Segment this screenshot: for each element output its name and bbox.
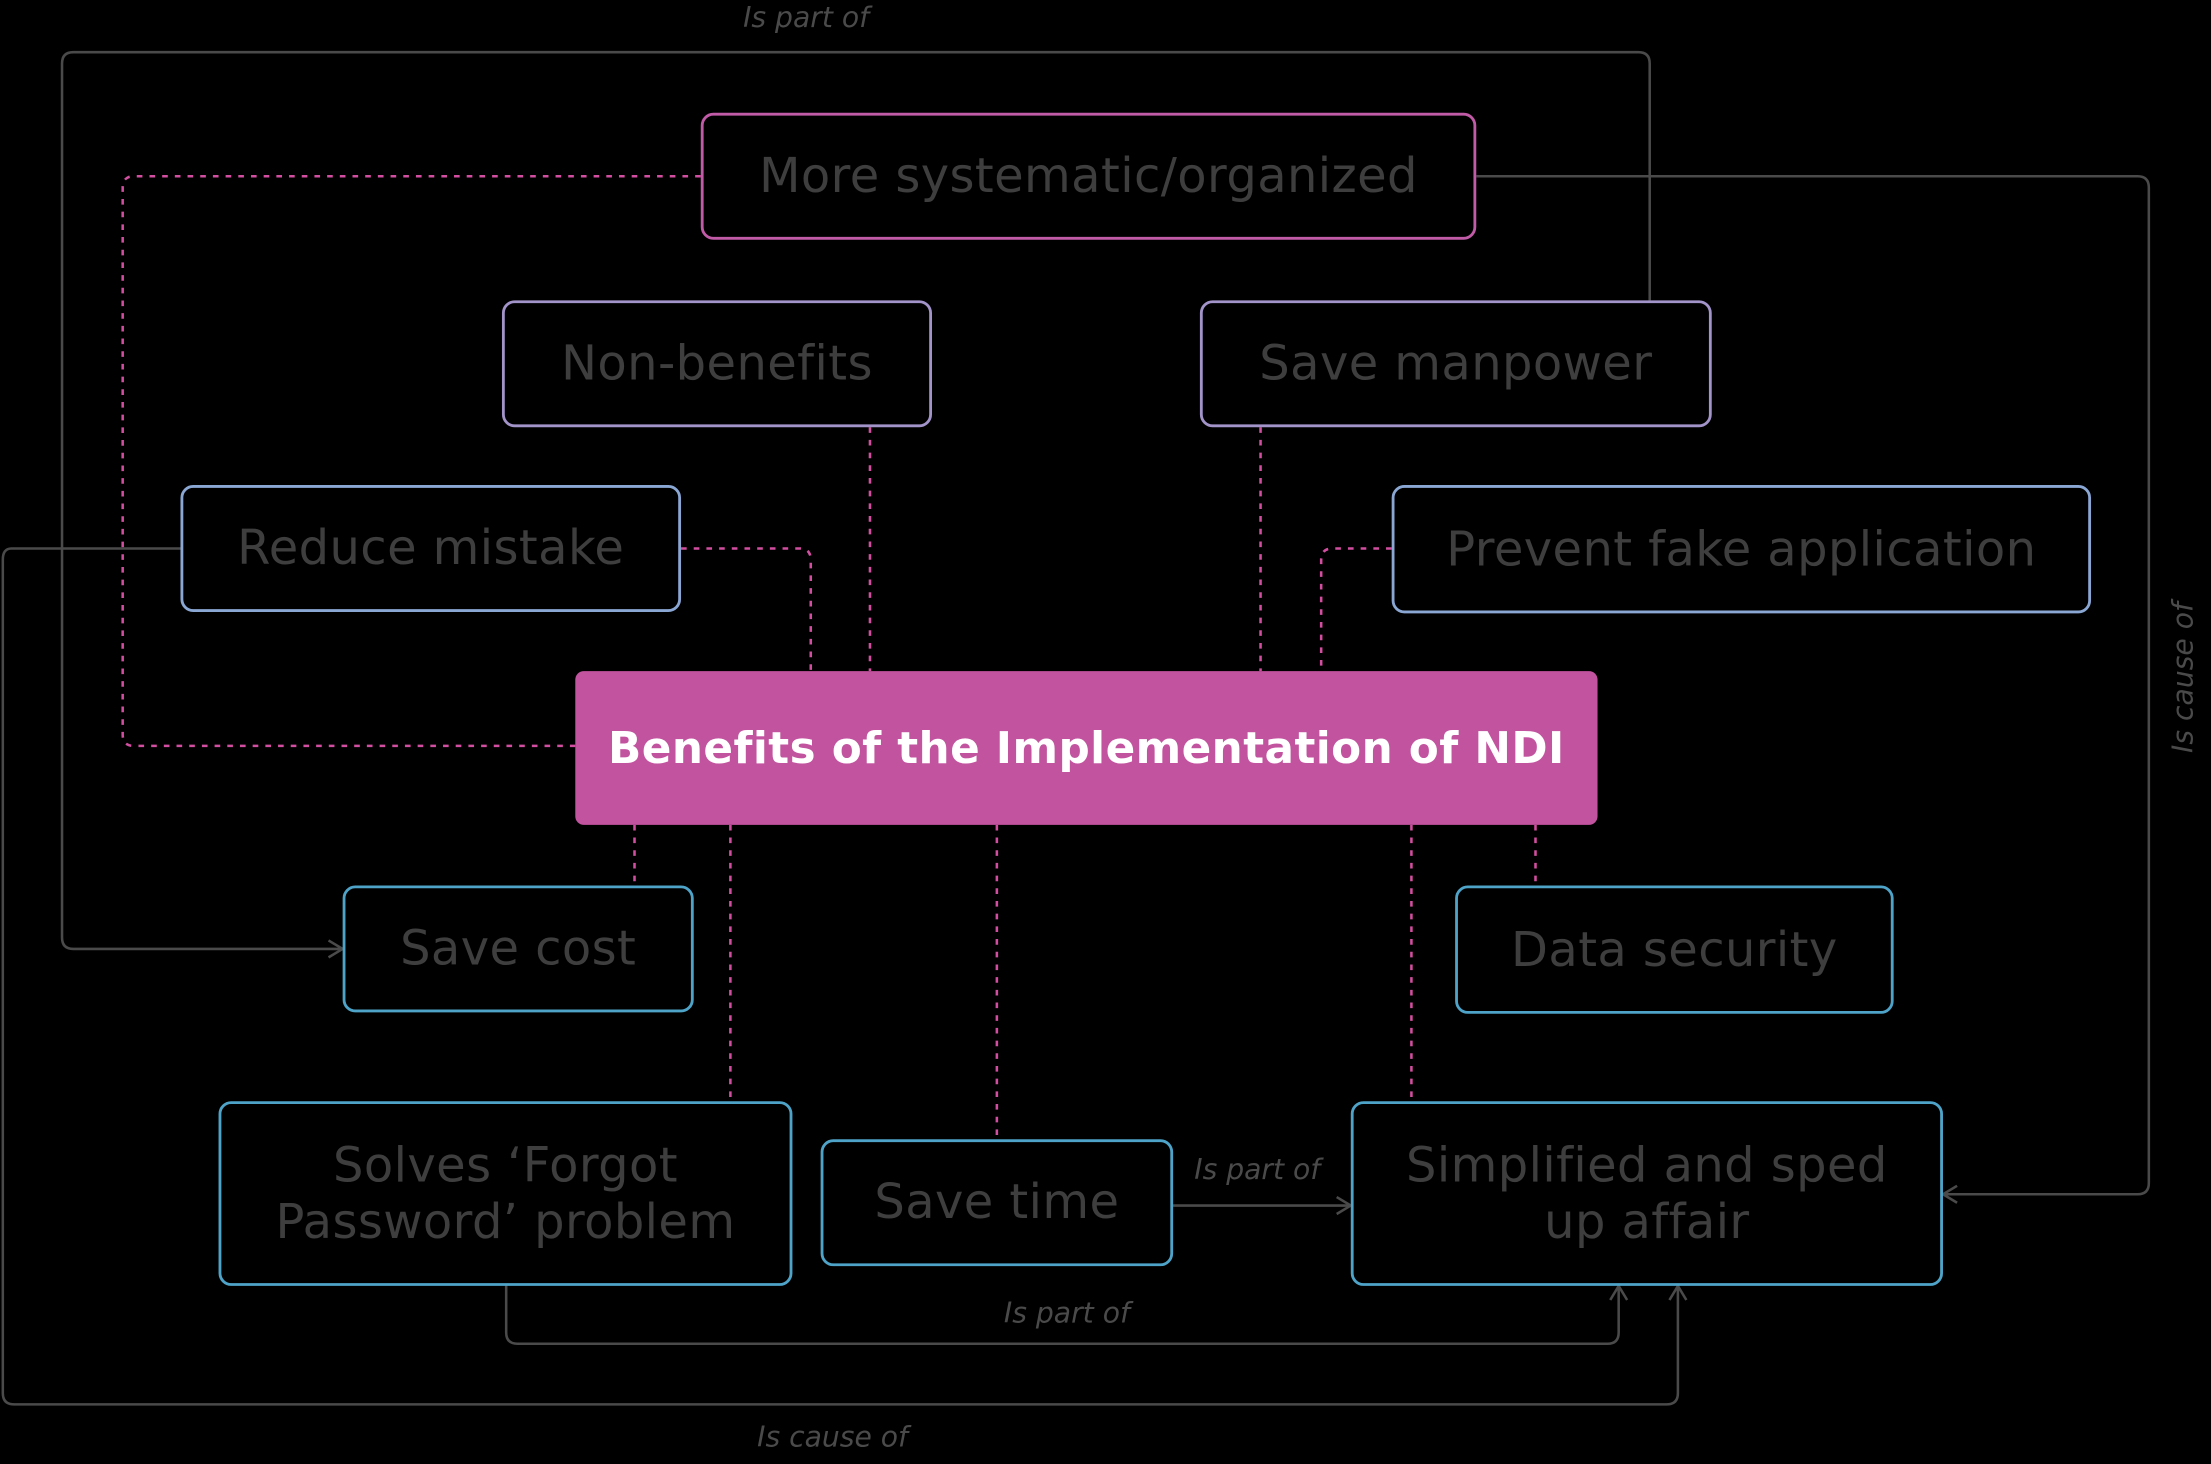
edge-label-forgot: Is part of [1003, 1295, 1130, 1330]
node-non-benefits-label: Non-benefits [561, 335, 873, 392]
connector-prevent-fake [1319, 547, 1392, 672]
dotted-connectors [121, 174, 1537, 1140]
node-central-label: Benefits of the Implementation of NDI [608, 722, 1565, 774]
node-data-security: Data security [1455, 885, 1894, 1014]
node-more-systematic-label: More systematic/organized [759, 148, 1418, 205]
node-non-benefits: Non-benefits [501, 300, 933, 428]
relation-arrows [1, 50, 2151, 1406]
node-central-benefits: Benefits of the Implementation of NDI [575, 671, 1598, 825]
node-save-time: Save time [820, 1139, 1174, 1267]
node-save-manpower: Save manpower [1199, 300, 1712, 428]
edge-label-bottom: Is cause of [757, 1419, 908, 1454]
node-save-time-label: Save time [874, 1174, 1120, 1231]
edge-label-right: Is cause of [2165, 602, 2200, 753]
node-save-cost: Save cost [342, 885, 694, 1013]
node-prevent-fake: Prevent fake application [1391, 485, 2092, 614]
edge-forgot-to-simplified [504, 1283, 1629, 1345]
edge-systematic-to-simplified [1476, 174, 2151, 1204]
edge-label-save-time: Is part of [1194, 1151, 1321, 1186]
node-simplified-label: Simplified and sped up affair [1406, 1137, 1888, 1250]
node-simplified: Simplified and sped up affair [1350, 1101, 1943, 1286]
node-solves-forgot: Solves ‘Forgot Password’ problem [218, 1101, 793, 1286]
node-data-security-label: Data security [1511, 921, 1838, 978]
node-solves-forgot-label: Solves ‘Forgot Password’ problem [275, 1137, 736, 1250]
connector-reduce-mistake [681, 547, 813, 672]
node-save-cost-label: Save cost [400, 920, 637, 978]
edge-reduce-mistake-to-simplified [1, 547, 1688, 1406]
node-save-manpower-label: Save manpower [1259, 335, 1653, 392]
edge-manpower-to-save-cost [60, 50, 1651, 959]
connector-more-systematic [121, 174, 701, 748]
node-reduce-mistake: Reduce mistake [180, 485, 682, 612]
node-reduce-mistake-label: Reduce mistake [237, 520, 625, 577]
edge-label-top: Is part of [743, 0, 870, 34]
node-prevent-fake-label: Prevent fake application [1446, 520, 2037, 578]
node-more-systematic: More systematic/organized [700, 112, 1477, 240]
